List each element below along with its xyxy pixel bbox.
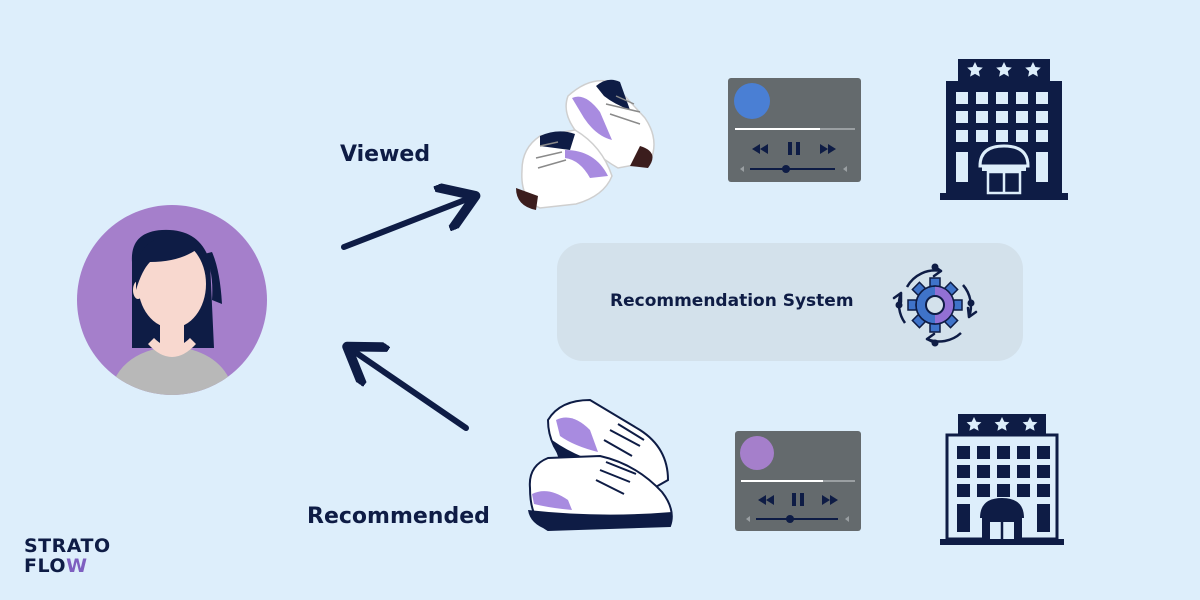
- user-avatar-icon: [77, 205, 267, 395]
- recommended-label: Recommended: [307, 504, 490, 529]
- sneakers-icon-viewed: [516, 79, 655, 210]
- music-player-icon-recommended: [735, 431, 861, 531]
- logo-line-1: STRATO: [24, 535, 111, 557]
- arrow-to-viewed: [341, 198, 470, 250]
- logo-line-2-prefix: FLO: [24, 555, 67, 577]
- logo-line-2-accent: W: [66, 555, 88, 577]
- hotel-building-icon-viewed: [940, 59, 1068, 200]
- brand-logo: STRATO FLOW: [24, 536, 111, 576]
- arrow-from-recommended: [352, 350, 469, 431]
- hotel-building-icon-recommended: [940, 414, 1064, 545]
- player-cover-dot: [734, 83, 770, 119]
- logo-line-2: FLOW: [24, 556, 111, 576]
- player-cover-dot: [740, 436, 774, 470]
- viewed-label: Viewed: [340, 142, 431, 167]
- music-player-icon-viewed: [728, 78, 861, 182]
- recommendation-system-label: Recommendation System: [610, 291, 854, 311]
- sneakers-icon-recommended: [528, 398, 673, 532]
- gear-cycle-icon: [892, 263, 978, 347]
- recommendation-system-box: Recommendation System: [557, 243, 1023, 361]
